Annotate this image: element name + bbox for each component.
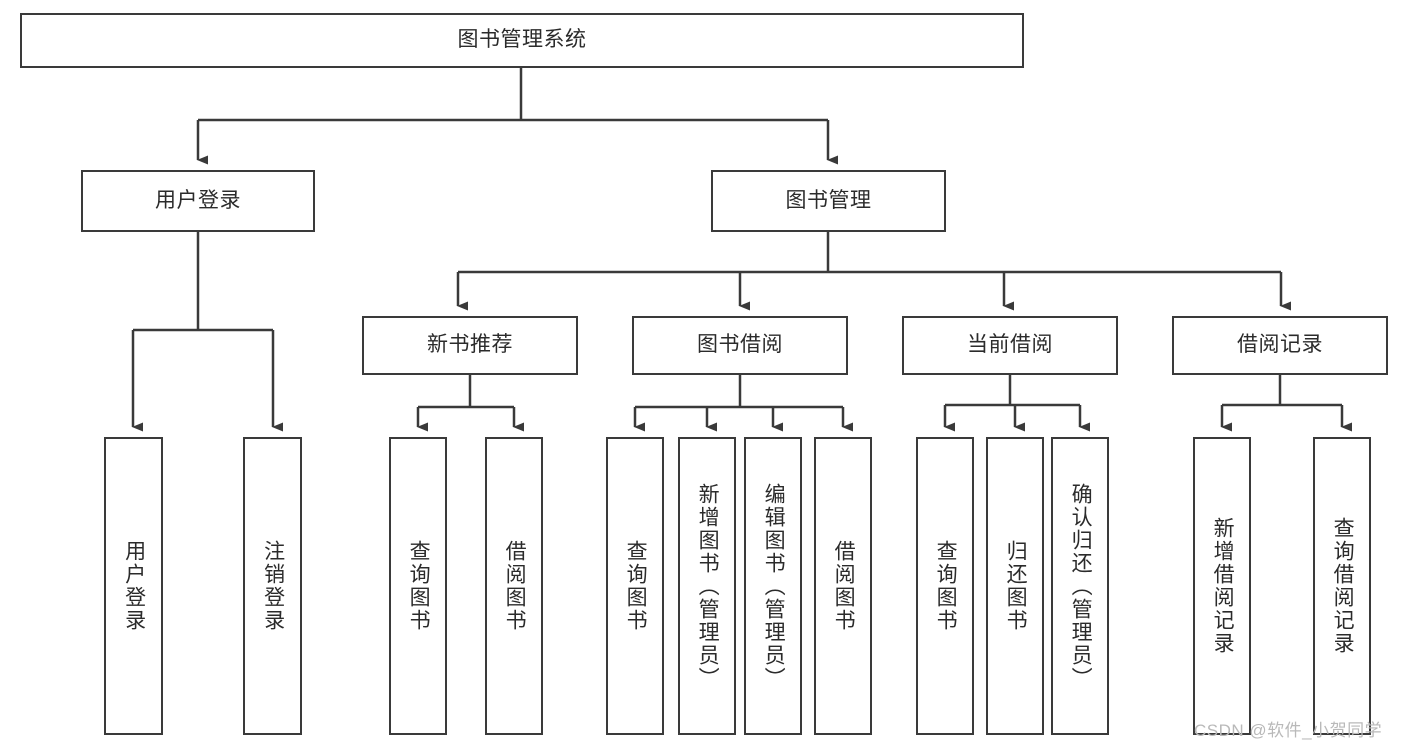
node-book-borrow-label: 图书借阅 (697, 333, 783, 357)
leaf-query-book-1-label: 查询图书 (407, 540, 431, 632)
leaf-borrow-book-2[interactable]: 借阅图书 (814, 437, 872, 735)
node-current-borrow[interactable]: 当前借阅 (902, 316, 1118, 375)
node-user-login-label: 用户登录 (155, 188, 241, 212)
leaf-user-logout[interactable]: 注销登录 (243, 437, 302, 735)
leaf-add-record-label: 新增借阅记录 (1211, 517, 1235, 655)
leaf-query-record-label: 查询借阅记录 (1331, 517, 1355, 655)
leaf-add-record[interactable]: 新增借阅记录 (1193, 437, 1251, 735)
leaf-return-book[interactable]: 归还图书 (986, 437, 1044, 735)
node-root[interactable]: 图书管理系统 (20, 13, 1024, 68)
leaf-edit-book[interactable]: 编辑图书（管理员） (744, 437, 802, 735)
leaf-confirm-return[interactable]: 确认归还（管理员） (1051, 437, 1109, 735)
node-book-management[interactable]: 图书管理 (711, 170, 946, 232)
leaf-user-login-label: 用户登录 (122, 540, 146, 632)
leaf-query-book-2-label: 查询图书 (624, 540, 648, 632)
leaf-return-book-label: 归还图书 (1004, 540, 1028, 632)
node-borrow-record-label: 借阅记录 (1237, 333, 1323, 357)
node-borrow-record[interactable]: 借阅记录 (1172, 316, 1388, 375)
leaf-edit-book-label: 编辑图书（管理员） (762, 482, 786, 690)
leaf-query-book-2[interactable]: 查询图书 (606, 437, 664, 735)
leaf-user-logout-label: 注销登录 (261, 540, 285, 632)
node-new-book-recommend[interactable]: 新书推荐 (362, 316, 578, 375)
node-new-book-recommend-label: 新书推荐 (427, 333, 513, 357)
node-book-management-label: 图书管理 (785, 188, 872, 212)
node-book-borrow[interactable]: 图书借阅 (632, 316, 848, 375)
leaf-add-book[interactable]: 新增图书（管理员） (678, 437, 736, 735)
node-current-borrow-label: 当前借阅 (967, 333, 1053, 357)
leaf-query-record[interactable]: 查询借阅记录 (1313, 437, 1371, 735)
leaf-query-book-3[interactable]: 查询图书 (916, 437, 974, 735)
leaf-query-book-1[interactable]: 查询图书 (389, 437, 447, 735)
node-root-label: 图书管理系统 (457, 28, 587, 52)
leaf-borrow-book-1[interactable]: 借阅图书 (485, 437, 543, 735)
node-user-login[interactable]: 用户登录 (81, 170, 315, 232)
leaf-borrow-book-2-label: 借阅图书 (832, 540, 856, 632)
leaf-query-book-3-label: 查询图书 (934, 540, 958, 632)
leaf-user-login[interactable]: 用户登录 (104, 437, 163, 735)
leaf-borrow-book-1-label: 借阅图书 (503, 540, 527, 632)
leaf-confirm-return-label: 确认归还（管理员） (1069, 482, 1093, 690)
leaf-add-book-label: 新增图书（管理员） (696, 482, 720, 690)
